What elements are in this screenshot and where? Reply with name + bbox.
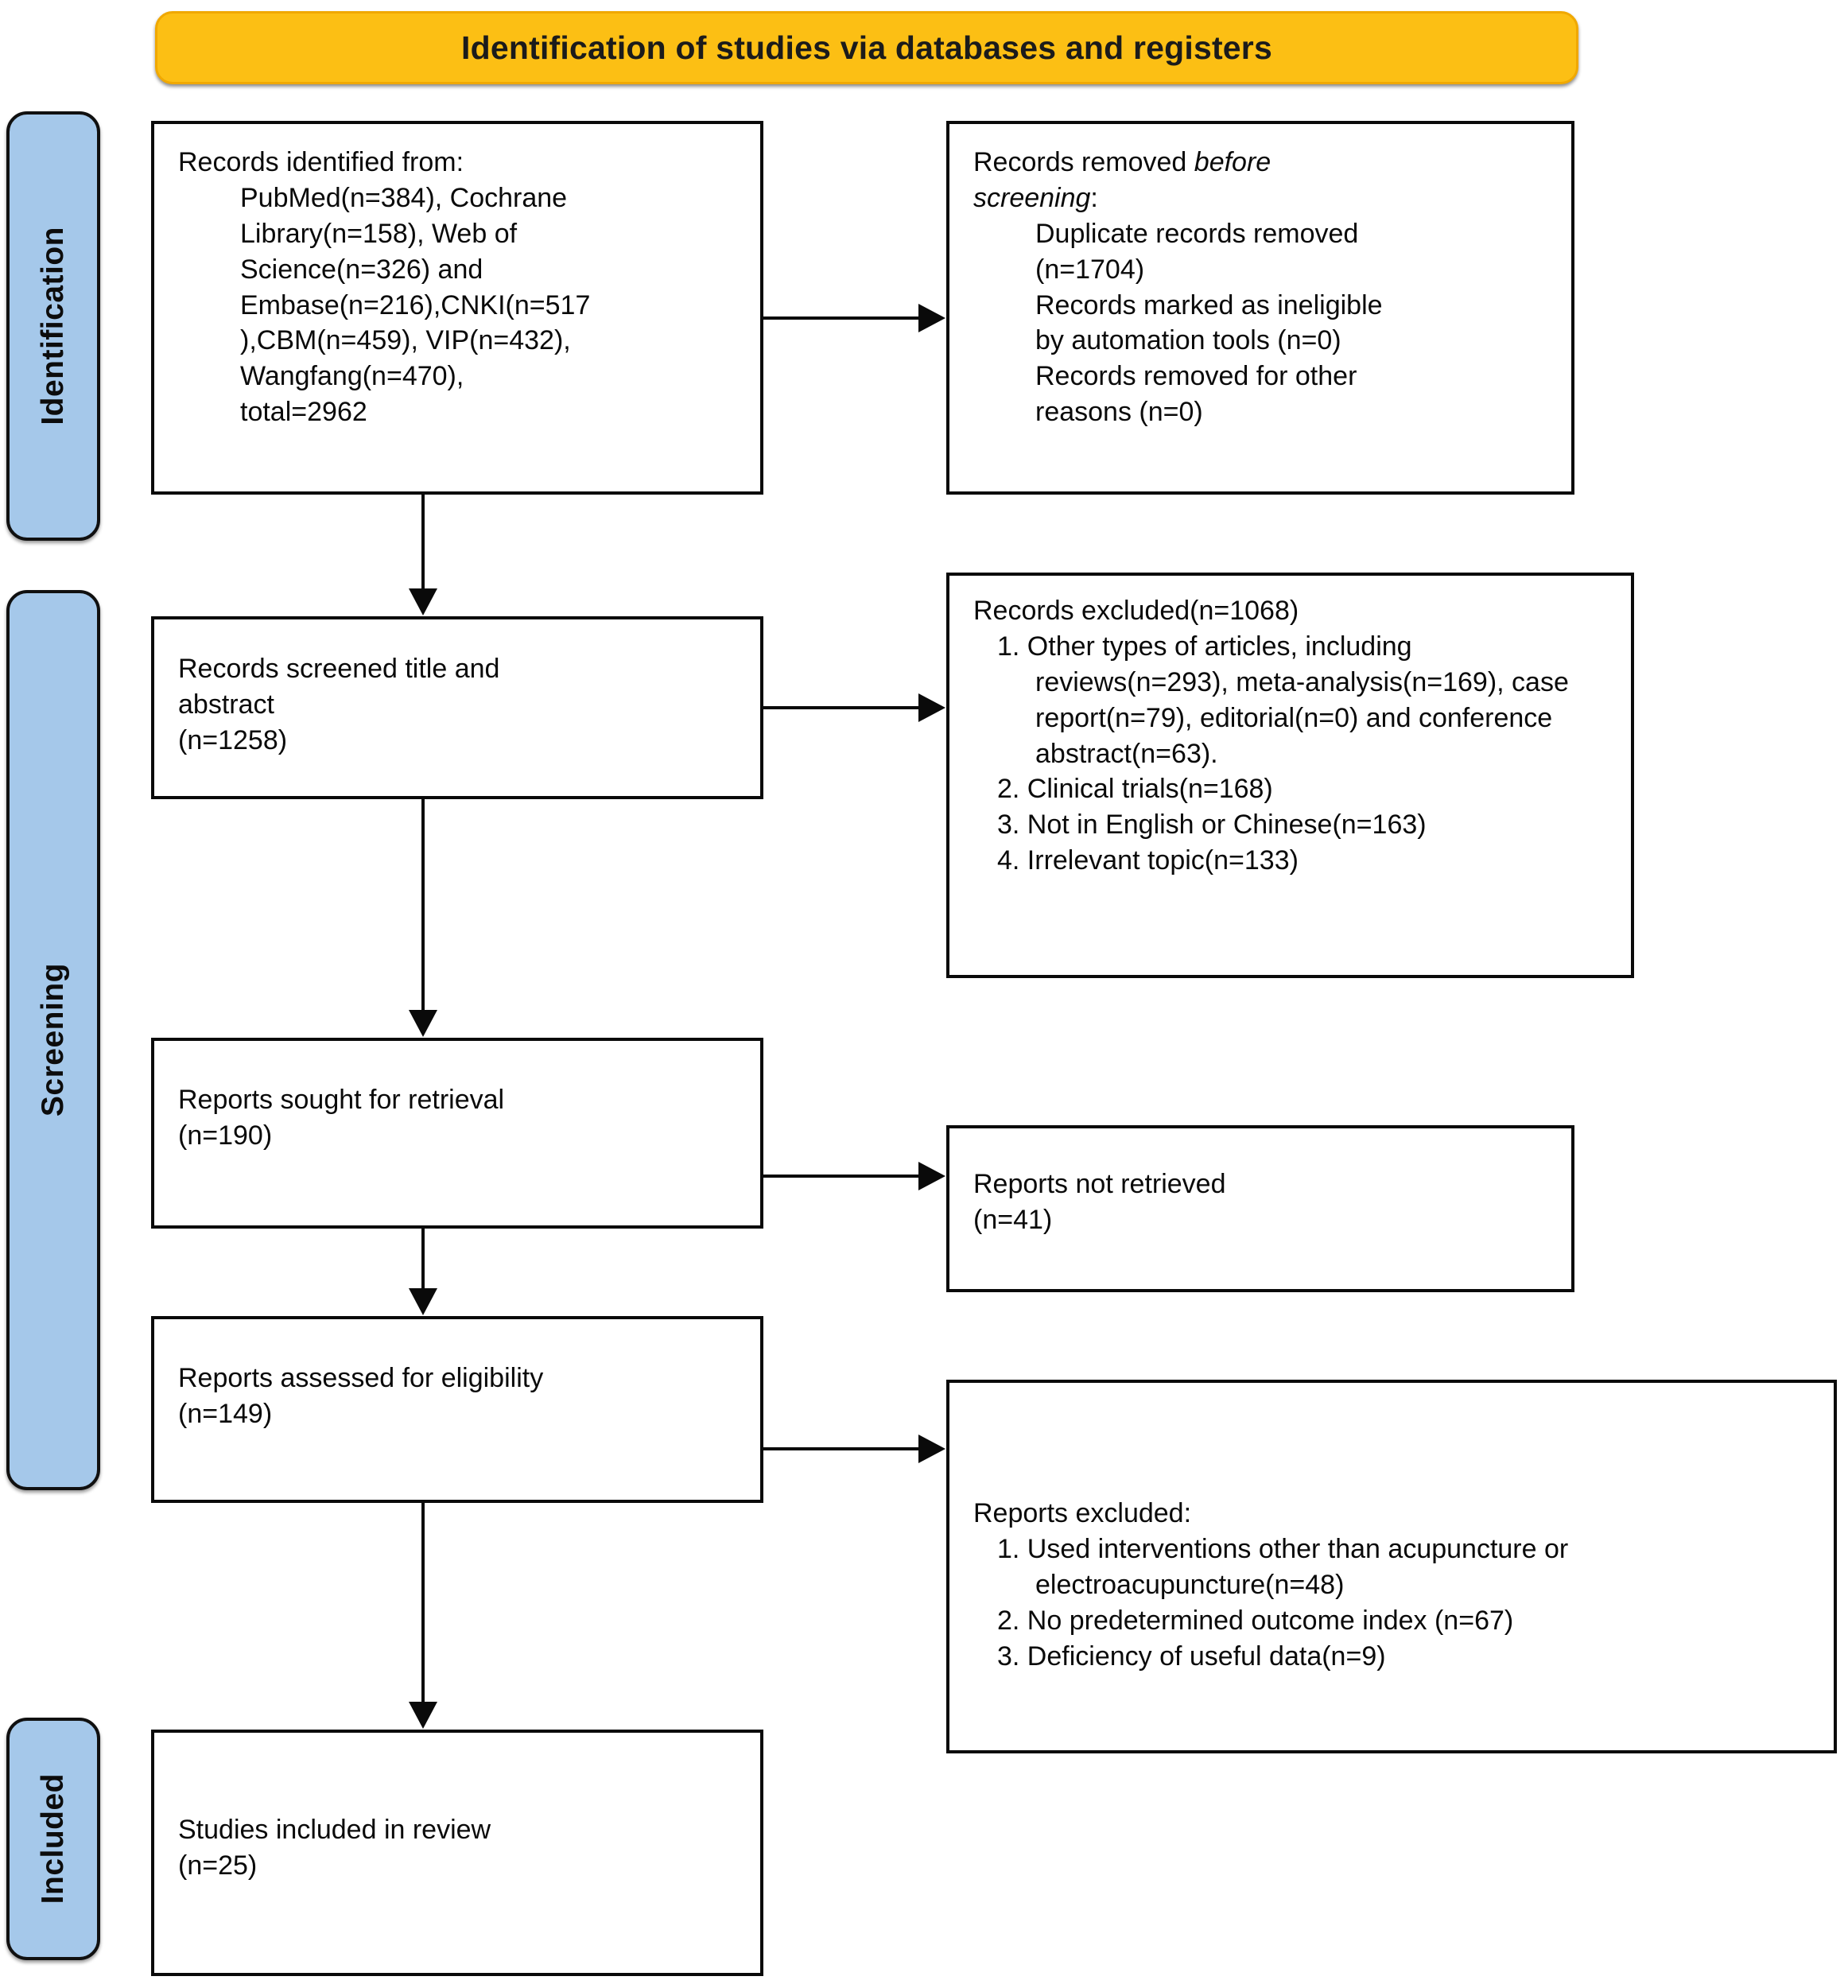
records-identified-line: Wangfang(n=470), bbox=[240, 361, 464, 392]
records-excluded-item: 1. Other types of articles, including re… bbox=[997, 631, 1569, 769]
records-removed-title: Records removed before bbox=[973, 145, 1552, 181]
box-records-removed-before-screening: Records removed before screening: Duplic… bbox=[946, 121, 1574, 495]
reports-excluded-item: 3. Deficiency of useful data(n=9) bbox=[997, 1640, 1386, 1672]
records-removed-line: Duplicate records removed bbox=[1035, 218, 1359, 249]
records-screened-line: (n=1258) bbox=[178, 724, 288, 755]
records-identified-line: PubMed(n=384), Cochrane bbox=[240, 182, 568, 213]
box-records-excluded: Records excluded(n=1068) 1. Other types … bbox=[946, 573, 1634, 978]
box-records-identified: Records identified from: PubMed(n=384), … bbox=[151, 121, 763, 495]
connector-assessed-to-included bbox=[421, 1503, 425, 1702]
connector-sought-to-assessed bbox=[421, 1229, 425, 1288]
records-removed-title-italic: before bbox=[1194, 147, 1271, 177]
reports-assessed-line: Reports assessed for eligibility bbox=[178, 1363, 544, 1393]
records-removed-line: Records removed for other bbox=[1035, 361, 1357, 392]
records-removed-title-plain: Records removed bbox=[973, 147, 1194, 177]
reports-sought-line: Reports sought for retrieval bbox=[178, 1085, 505, 1115]
records-removed-subtitle: screening: bbox=[973, 181, 1552, 216]
box-reports-excluded: Reports excluded: 1. Used interventions … bbox=[946, 1380, 1837, 1753]
reports-excluded-item: 2. No predetermined outcome index (n=67) bbox=[997, 1605, 1514, 1636]
records-identified-line: Science(n=326) and bbox=[240, 254, 483, 285]
records-identified-line: Embase(n=216),CNKI(n=517 bbox=[240, 289, 591, 320]
reports-excluded-item: 1. Used interventions other than acupunc… bbox=[997, 1533, 1569, 1600]
records-removed-line: Records marked as ineligible bbox=[1035, 289, 1383, 320]
reports-not-retrieved-line: Reports not retrieved bbox=[973, 1169, 1226, 1199]
connector-identified-to-screened bbox=[421, 495, 425, 588]
connector-assessed-to-reports-excluded bbox=[763, 1447, 918, 1450]
studies-included-line: Studies included in review bbox=[178, 1815, 491, 1845]
arrow-sought-to-not-retrieved bbox=[918, 1162, 945, 1190]
connector-screened-to-sought bbox=[421, 799, 425, 1010]
arrow-assessed-to-included bbox=[409, 1702, 437, 1729]
records-excluded-item: 2. Clinical trials(n=168) bbox=[997, 774, 1273, 805]
studies-included-line: (n=25) bbox=[178, 1850, 258, 1881]
records-screened-line: abstract bbox=[178, 689, 274, 720]
reports-sought-line: (n=190) bbox=[178, 1120, 273, 1151]
arrow-sought-to-assessed bbox=[409, 1288, 437, 1315]
arrow-screened-to-sought bbox=[409, 1010, 437, 1037]
records-removed-line: (n=1704) bbox=[1035, 254, 1145, 285]
box-studies-included-in-review: Studies included in review (n=25) bbox=[151, 1730, 763, 1976]
connector-screened-to-excluded bbox=[763, 706, 918, 709]
reports-not-retrieved-line: (n=41) bbox=[973, 1204, 1053, 1235]
stage-rail-screening: Screening bbox=[6, 590, 100, 1490]
records-removed-line: by automation tools (n=0) bbox=[1035, 325, 1341, 356]
records-identified-line: ),CBM(n=459), VIP(n=432), bbox=[240, 325, 571, 356]
stage-rail-screening-label: Screening bbox=[36, 963, 70, 1117]
banner-title: Identification of studies via databases … bbox=[461, 29, 1272, 66]
reports-assessed-line: (n=149) bbox=[178, 1398, 273, 1429]
reports-excluded-title: Reports excluded: bbox=[973, 1498, 1192, 1528]
records-excluded-title: Records excluded(n=1068) bbox=[973, 596, 1299, 626]
arrow-identified-to-screened bbox=[409, 588, 437, 615]
records-screened-line: Records screened title and bbox=[178, 654, 500, 684]
records-identified-title: Records identified from: bbox=[178, 147, 464, 177]
records-removed-subtitle-colon: : bbox=[1090, 182, 1098, 213]
records-excluded-item: 3. Not in English or Chinese(n=163) bbox=[997, 810, 1427, 841]
arrow-assessed-to-reports-excluded bbox=[918, 1435, 945, 1463]
stage-rail-included: Included bbox=[6, 1718, 100, 1960]
records-removed-line: reasons (n=0) bbox=[1035, 397, 1203, 428]
stage-rail-identification-label: Identification bbox=[36, 227, 70, 425]
connector-identified-to-removed-line bbox=[763, 316, 918, 320]
stage-rail-identification: Identification bbox=[6, 111, 100, 541]
records-identified-line: Library(n=158), Web of bbox=[240, 218, 518, 249]
box-reports-assessed-for-eligibility: Reports assessed for eligibility (n=149) bbox=[151, 1316, 763, 1503]
records-removed-subtitle-italic: screening bbox=[973, 182, 1091, 213]
box-records-screened: Records screened title and abstract (n=1… bbox=[151, 616, 763, 799]
arrow-screened-to-excluded bbox=[918, 693, 945, 722]
box-reports-not-retrieved: Reports not retrieved (n=41) bbox=[946, 1125, 1574, 1292]
records-identified-line: total=2962 bbox=[240, 397, 367, 428]
box-reports-sought-for-retrieval: Reports sought for retrieval (n=190) bbox=[151, 1038, 763, 1229]
connector-sought-to-not-retrieved bbox=[763, 1175, 918, 1178]
records-excluded-item: 4. Irrelevant topic(n=133) bbox=[997, 845, 1299, 876]
stage-rail-included-label: Included bbox=[36, 1773, 70, 1905]
diagram-header-banner: Identification of studies via databases … bbox=[155, 11, 1578, 84]
arrow-identified-to-removed bbox=[918, 304, 945, 332]
